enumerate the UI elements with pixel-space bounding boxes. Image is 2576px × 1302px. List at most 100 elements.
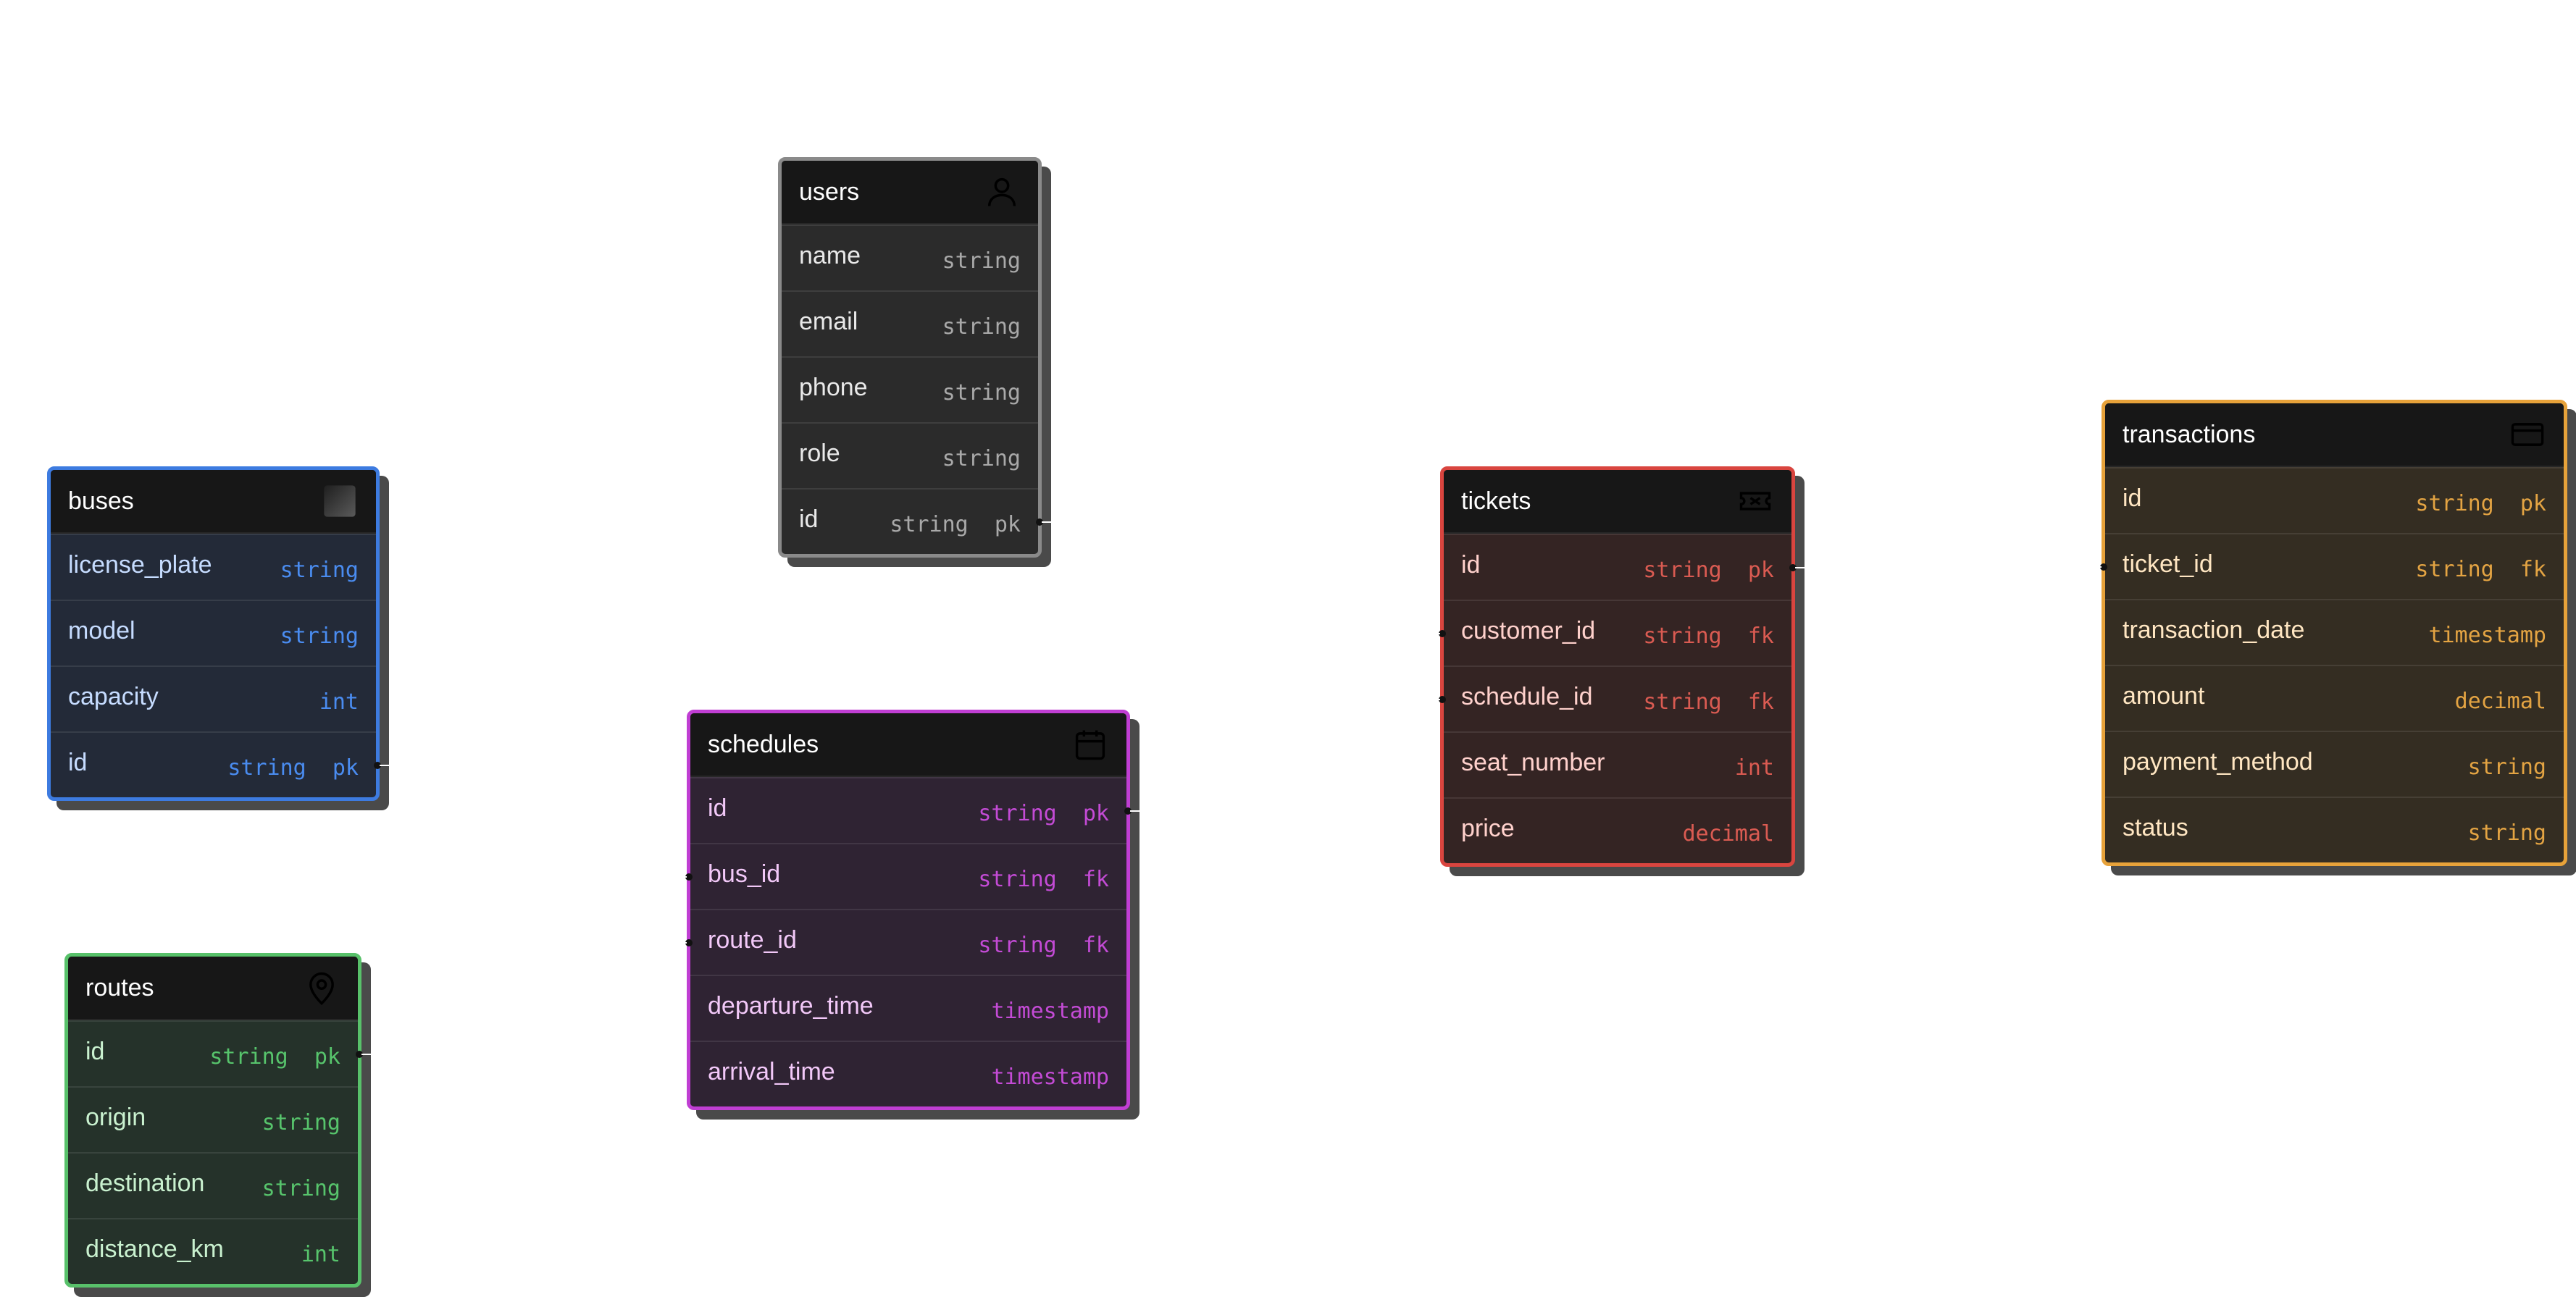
- connection-handle[interactable]: [2088, 563, 2107, 571]
- column-row[interactable]: bus_id string fk: [674, 843, 1126, 909]
- column-row[interactable]: id string pk: [690, 777, 1143, 843]
- connection-handle[interactable]: [1427, 695, 1446, 703]
- table-routes[interactable]: routes id string pk origin string destin…: [64, 953, 375, 1288]
- connection-handle[interactable]: [1427, 629, 1446, 637]
- column-type: string pk: [209, 1044, 340, 1070]
- ticket-icon: [1735, 481, 1776, 521]
- column-row[interactable]: name string: [782, 224, 1038, 290]
- table-header[interactable]: schedules: [690, 713, 1126, 777]
- column-row[interactable]: role string: [782, 422, 1038, 488]
- column-row[interactable]: ticket_id string fk: [2088, 533, 2564, 599]
- column-type: string pk: [1643, 558, 1774, 583]
- column-row[interactable]: seat_number int: [1444, 731, 1791, 797]
- column-name: payment_method: [2123, 748, 2313, 776]
- column-row[interactable]: transaction_date timestamp: [2105, 599, 2564, 665]
- connection-handle[interactable]: [1124, 807, 1143, 815]
- column-row[interactable]: status string: [2105, 797, 2564, 862]
- table-users[interactable]: users name string email string phone str…: [778, 157, 1055, 558]
- table-header[interactable]: users: [782, 161, 1038, 224]
- column-name: seat_number: [1461, 749, 1605, 776]
- column-row[interactable]: license_plate string: [51, 534, 376, 600]
- column-row[interactable]: id string pk: [51, 731, 393, 797]
- column-type: string fk: [978, 933, 1109, 958]
- column-name: price: [1461, 815, 1515, 842]
- column-type: string fk: [2415, 557, 2546, 582]
- column-type: string pk: [978, 801, 1109, 826]
- column-name: transaction_date: [2123, 616, 2305, 644]
- column-type: string fk: [1643, 689, 1774, 715]
- column-type: int: [319, 689, 359, 715]
- column-type: string: [2467, 820, 2546, 846]
- column-type: string pk: [227, 755, 359, 781]
- column-name: status: [2123, 814, 2188, 841]
- column-name: id: [1461, 551, 1481, 579]
- column-name: email: [799, 308, 858, 335]
- column-name: schedule_id: [1461, 683, 1593, 710]
- column-row[interactable]: schedule_id string fk: [1427, 665, 1791, 731]
- table-title: users: [799, 177, 860, 206]
- column-row[interactable]: price decimal: [1444, 797, 1791, 863]
- column-type: string pk: [890, 512, 1021, 537]
- column-name: departure_time: [708, 992, 874, 1020]
- column-row[interactable]: payment_method string: [2105, 731, 2564, 797]
- column-row[interactable]: arrival_time timestamp: [690, 1041, 1126, 1106]
- column-row[interactable]: distance_km int: [68, 1218, 358, 1284]
- column-name: route_id: [708, 926, 797, 954]
- column-row[interactable]: model string: [51, 600, 376, 665]
- column-name: customer_id: [1461, 617, 1596, 644]
- column-row[interactable]: capacity int: [51, 665, 376, 731]
- connection-handle[interactable]: [1036, 518, 1055, 526]
- column-row[interactable]: route_id string fk: [674, 909, 1126, 975]
- table-title: schedules: [708, 730, 819, 758]
- connection-handle[interactable]: [356, 1050, 375, 1058]
- column-row[interactable]: origin string: [68, 1086, 358, 1152]
- column-row[interactable]: email string: [782, 290, 1038, 356]
- table-title: transactions: [2123, 420, 2256, 448]
- column-type: string fk: [1643, 623, 1774, 649]
- table-header[interactable]: buses: [51, 470, 376, 534]
- credit-card-icon: [2507, 414, 2548, 455]
- column-type: string pk: [2415, 491, 2546, 516]
- table-buses[interactable]: buses license_plate string model string …: [47, 466, 393, 801]
- table-header[interactable]: routes: [68, 957, 358, 1020]
- connection-handle[interactable]: [674, 938, 693, 946]
- connection-handle[interactable]: [1789, 563, 1808, 571]
- table-header[interactable]: tickets: [1444, 470, 1791, 534]
- map-pin-icon: [301, 967, 342, 1008]
- bus-icon: [319, 481, 360, 521]
- column-row[interactable]: id string pk: [1444, 534, 1808, 600]
- column-row[interactable]: customer_id string fk: [1427, 600, 1791, 665]
- column-name: role: [799, 440, 840, 467]
- connection-handle[interactable]: [374, 761, 393, 769]
- column-row[interactable]: phone string: [782, 356, 1038, 422]
- column-name: origin: [85, 1104, 146, 1131]
- column-name: amount: [2123, 682, 2205, 710]
- column-name: capacity: [68, 683, 159, 710]
- column-row[interactable]: departure_time timestamp: [690, 975, 1126, 1041]
- column-type: string fk: [978, 867, 1109, 892]
- column-name: distance_km: [85, 1235, 224, 1263]
- column-type: string: [2467, 755, 2546, 780]
- column-name: id: [68, 749, 88, 776]
- table-transactions[interactable]: transactions id string pk ticket_id stri…: [2088, 400, 2567, 866]
- column-row[interactable]: amount decimal: [2105, 665, 2564, 731]
- column-type: timestamp: [991, 1064, 1109, 1090]
- column-row[interactable]: id string pk: [2105, 467, 2564, 533]
- column-type: string: [262, 1110, 340, 1135]
- table-tickets[interactable]: tickets id string pk customer_id string …: [1427, 466, 1808, 867]
- column-type: timestamp: [991, 999, 1109, 1024]
- connection-handle[interactable]: [674, 873, 693, 881]
- column-type: string: [942, 380, 1021, 406]
- column-name: license_plate: [68, 551, 212, 579]
- table-schedules[interactable]: schedules id string pk bus_id string fk …: [674, 710, 1143, 1110]
- column-type: int: [1734, 755, 1774, 781]
- column-row[interactable]: id string pk: [68, 1020, 375, 1086]
- column-name: id: [708, 794, 727, 822]
- table-header[interactable]: transactions: [2105, 403, 2564, 467]
- user-icon: [982, 172, 1022, 212]
- column-type: string: [280, 623, 359, 649]
- column-row[interactable]: destination string: [68, 1152, 358, 1218]
- column-row[interactable]: id string pk: [782, 488, 1055, 554]
- column-type: string: [942, 446, 1021, 471]
